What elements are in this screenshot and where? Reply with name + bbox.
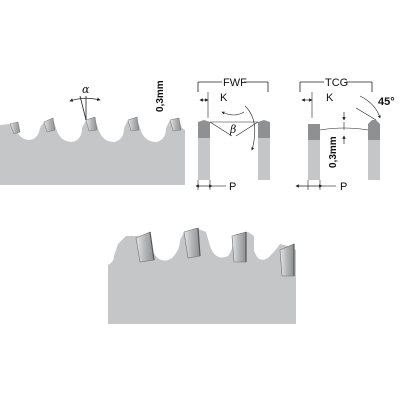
tcg-k-label: K bbox=[326, 92, 334, 104]
rake-angle-label: α bbox=[82, 83, 90, 96]
thickness-label-left: 0,3mm bbox=[155, 80, 166, 112]
tcg-label: TCG bbox=[325, 77, 348, 89]
tooth-tip bbox=[169, 117, 182, 132]
fwf-tooth-profile: FWF K β P bbox=[195, 77, 270, 193]
tcg-45-label: 45° bbox=[378, 96, 395, 108]
tooth-tip bbox=[231, 231, 247, 263]
fwf-label: FWF bbox=[223, 77, 247, 89]
tooth-tip bbox=[85, 116, 98, 132]
tcg-tooth-profile: TCG K 45° 0,3mm P bbox=[295, 77, 395, 193]
thickness-label-right: 0,3mm bbox=[328, 136, 339, 168]
blade-profile-top: α 0,3mm bbox=[0, 80, 185, 185]
tooth-tip bbox=[9, 121, 21, 135]
blade-body-bottom bbox=[108, 228, 296, 324]
fwf-p-label: P bbox=[229, 181, 236, 193]
blade-body-top bbox=[0, 117, 185, 185]
blade-profile-bottom bbox=[108, 227, 296, 324]
tooth-tip bbox=[279, 243, 295, 277]
tooth-tip bbox=[43, 117, 56, 133]
tooth-tip bbox=[127, 116, 140, 132]
fwf-beta-label: β bbox=[229, 123, 236, 136]
tcg-p-label: P bbox=[340, 181, 347, 193]
fwf-k-label: K bbox=[220, 92, 228, 104]
